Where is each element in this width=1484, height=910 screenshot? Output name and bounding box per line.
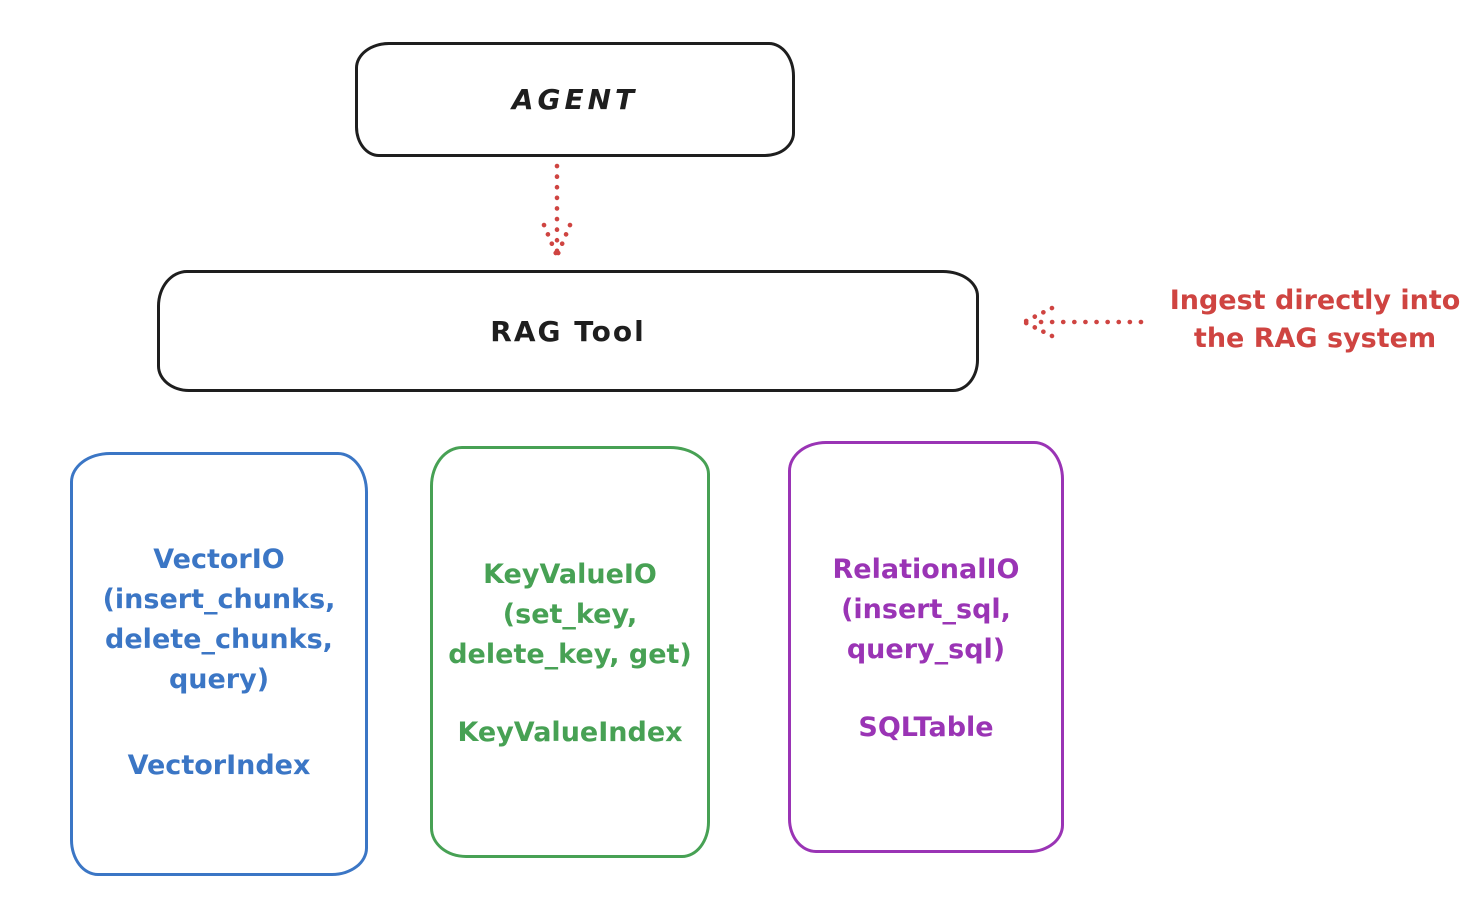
agent-label: AGENT — [511, 83, 639, 116]
vector-io-method-line: (insert_chunks, — [102, 584, 336, 615]
rag-tool-box: RAG Tool — [157, 270, 979, 392]
agent-box: AGENT — [355, 42, 795, 157]
rag-tool-label: RAG Tool — [490, 314, 646, 348]
keyvalue-index-label: KeyValueIndex — [457, 717, 683, 748]
vector-index-label: VectorIndex — [127, 750, 311, 781]
keyvalue-io-method-line: delete_key, get) — [448, 639, 692, 670]
ingest-annotation-line2: the RAG system — [1193, 323, 1437, 354]
keyvalue-io-method-line: (set_key, — [502, 599, 638, 630]
vector-io-method-line: delete_chunks, — [105, 624, 333, 655]
agent-to-rag-tool-arrow-icon — [541, 163, 573, 259]
vector-io-title: VectorIO — [153, 544, 285, 575]
relational-io-box: RelationalIO (insert_sql, query_sql) SQL… — [788, 441, 1064, 853]
keyvalue-io-box: KeyValueIO (set_key, delete_key, get) Ke… — [430, 446, 710, 858]
relational-io-method-line: (insert_sql, — [841, 594, 1011, 625]
ingest-annotation-line1: Ingest directly into — [1169, 285, 1461, 316]
ingest-annotation: Ingest directly into the RAG system — [1145, 282, 1484, 358]
relational-io-method-line: query_sql) — [846, 634, 1006, 665]
vector-io-method-line: query) — [168, 664, 270, 695]
relational-io-title: RelationalIO — [832, 554, 1020, 585]
ingest-arrow-icon — [1021, 305, 1144, 339]
vector-io-box: VectorIO (insert_chunks, delete_chunks, … — [70, 452, 368, 876]
keyvalue-io-title: KeyValueIO — [483, 559, 657, 590]
sql-table-label: SQLTable — [858, 712, 994, 743]
